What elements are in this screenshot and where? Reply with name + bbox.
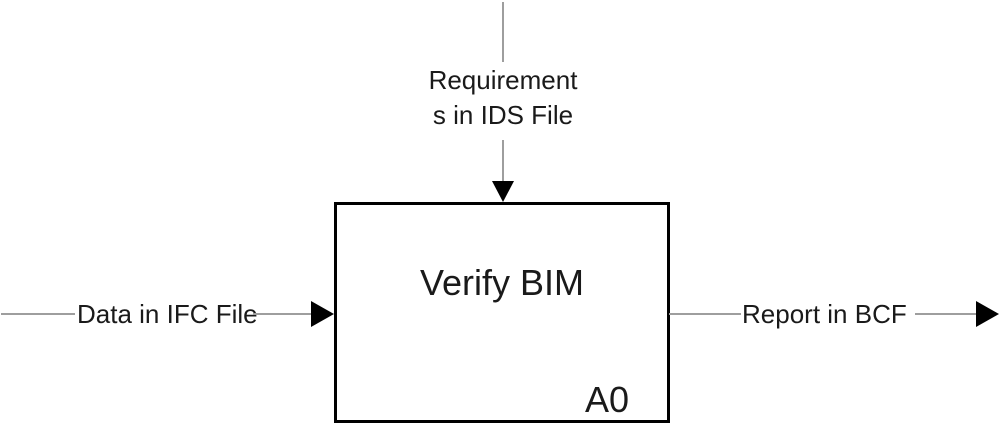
input-arrow-line-right [253,313,312,315]
process-box-title: Verify BIM [419,262,585,303]
output-arrow-line-right [915,313,977,315]
process-box: Verify BIM A0 [334,202,670,423]
input-arrow-label: Data in IFC File [77,299,258,329]
control-arrowhead-icon [492,181,514,202]
control-arrow-label-line2: s in IDS File [432,100,574,130]
control-arrow-label: Requirement s in IDS File [393,63,613,133]
output-arrow-line-left [669,313,741,315]
input-arrow-line-left [1,313,75,315]
output-arrowhead-icon [976,301,999,327]
control-arrow-label-line1: Requirement [428,65,578,95]
control-arrow-line-upper [502,2,504,62]
input-arrowhead-icon [311,301,334,327]
output-arrow-label: Report in BCF [742,299,907,329]
process-box-id: A0 [584,379,629,420]
control-arrow-line-lower [502,140,504,182]
